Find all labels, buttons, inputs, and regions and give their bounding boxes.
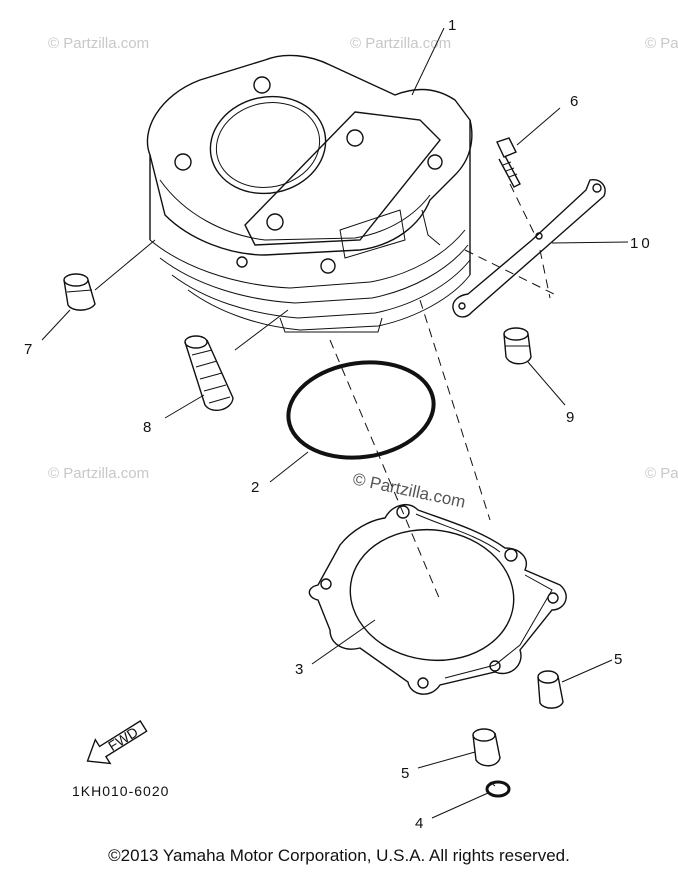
fwd-arrow-icon: FWD [86,720,148,765]
watermark-top-center: © Partzilla.com [350,35,451,52]
watermark-top-right: © Partzilla.com [645,35,678,52]
leader-lines [41,27,629,819]
callout-9: 9 [566,409,574,426]
dowel-pin-9 [503,327,532,365]
callout-4: 4 [415,815,423,832]
callout-1: 1 [448,17,456,34]
callout-7: 7 [24,341,32,358]
watermark-mid-right: © Partzilla.com [645,465,678,482]
dowel-pin-5-lower [472,728,501,767]
watermark-top-left: © Partzilla.com [48,35,149,52]
cylinder-gasket [308,504,567,695]
bracket-part [452,179,606,318]
assembly-guide-lines [329,183,559,601]
copyright-notice: ©2013 Yamaha Motor Corporation, U.S.A. A… [108,846,570,865]
callout-5-lower: 5 [401,765,409,782]
dowel-pin-5-right [537,670,564,709]
watermark-mid-left: © Partzilla.com [48,465,149,482]
clip-part [485,780,511,798]
o-ring [286,360,436,460]
diagram-code: 1KH010-6020 [72,783,169,799]
fwd-tag-label: FWD [105,724,141,754]
callout-6: 6 [570,93,578,110]
cylinder-block [146,54,473,333]
stud-part-8 [184,335,234,412]
bolt-part [496,137,521,188]
callout-10: 10 [630,235,653,252]
callout-2: 2 [251,479,259,496]
callout-3: 3 [295,661,303,678]
callout-8: 8 [143,419,151,436]
dowel-pin-7 [63,273,96,311]
callout-5-right: 5 [614,651,622,668]
